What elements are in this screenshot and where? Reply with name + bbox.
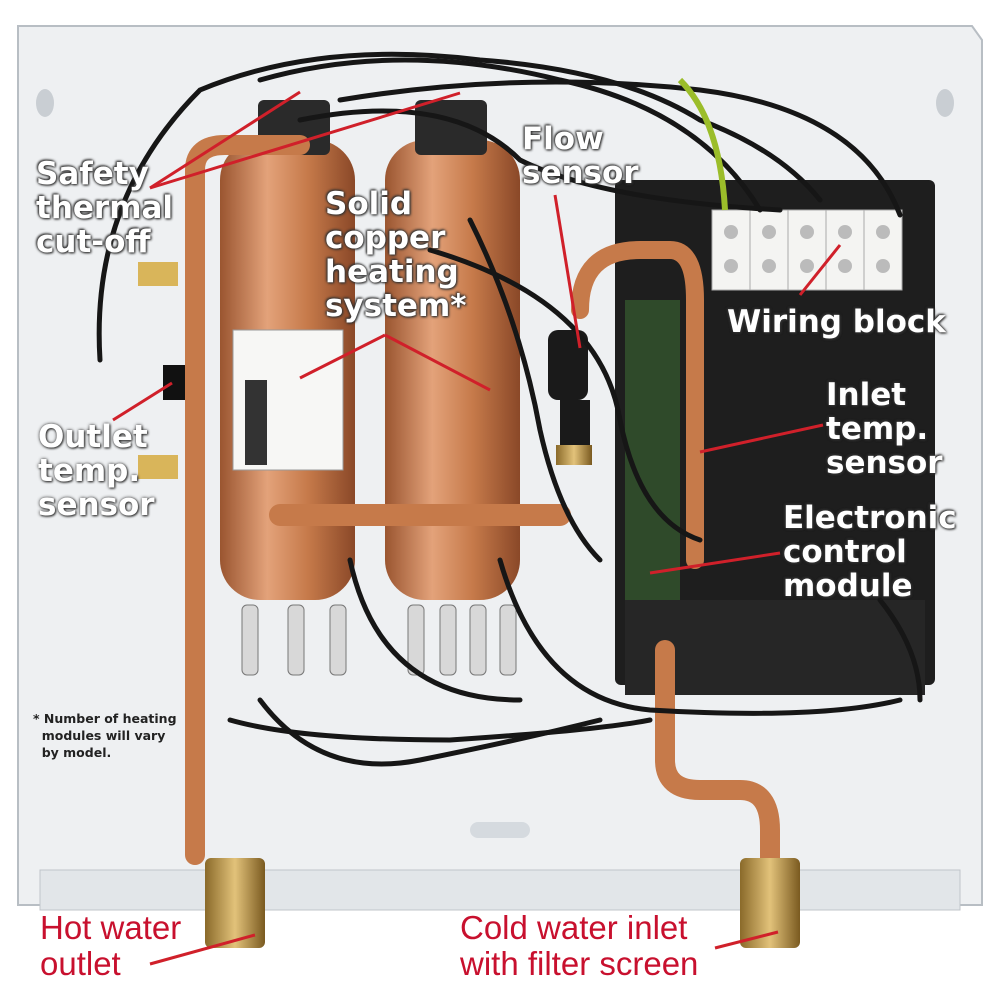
label-hot-water-outlet: Hot water outlet: [40, 909, 182, 982]
label-electronic-control-module: Electronic control module: [783, 500, 957, 604]
label-inlet-temp-sensor: Inlet temp. sensor: [826, 377, 943, 481]
brass-fittings: [138, 262, 800, 948]
leader-wiring-block: [798, 244, 842, 296]
element-terminals: [241, 604, 517, 676]
wires: [96, 51, 923, 767]
copper-pipes: [185, 135, 780, 880]
leader-safety-thermal-2: [149, 91, 461, 190]
leader-solid-copper-2: [384, 333, 491, 392]
leader-flow-sensor: [553, 194, 582, 349]
leader-outlet-temp: [112, 381, 173, 422]
bottom-slot: [470, 822, 530, 838]
control-module-pcb: [625, 300, 680, 600]
label-cold-water-inlet: Cold water inlet with filter screen: [460, 909, 699, 982]
leader-cold-water: [714, 930, 779, 950]
wiring-block-terminals: [711, 209, 903, 291]
flow-sensor-body: [548, 330, 592, 465]
leader-safety-thermal-1: [149, 90, 301, 190]
mount-hole-left: [36, 89, 54, 117]
outlet-sensor-clip: [163, 365, 185, 400]
ground-wire: [677, 77, 728, 211]
label-safety-thermal-cut-off: Safety thermal cut-off: [36, 156, 174, 260]
leader-electronic-control: [649, 551, 781, 575]
bottom-flange: [39, 869, 961, 911]
footnote-heating-modules: * Number of heating modules will vary by…: [33, 711, 177, 760]
label-solid-copper-heating-system: Solid copper heating system*: [325, 186, 467, 324]
label-wiring-block: Wiring block: [727, 304, 946, 340]
leader-solid-copper-1: [299, 333, 386, 380]
leader-inlet-temp: [699, 423, 824, 454]
leader-lines: [112, 90, 842, 966]
leader-hot-water: [149, 933, 256, 966]
label-outlet-temp-sensor: Outlet temp. sensor: [38, 419, 155, 523]
mount-hole-right: [936, 89, 954, 117]
label-flow-sensor: Flow sensor: [522, 121, 639, 191]
